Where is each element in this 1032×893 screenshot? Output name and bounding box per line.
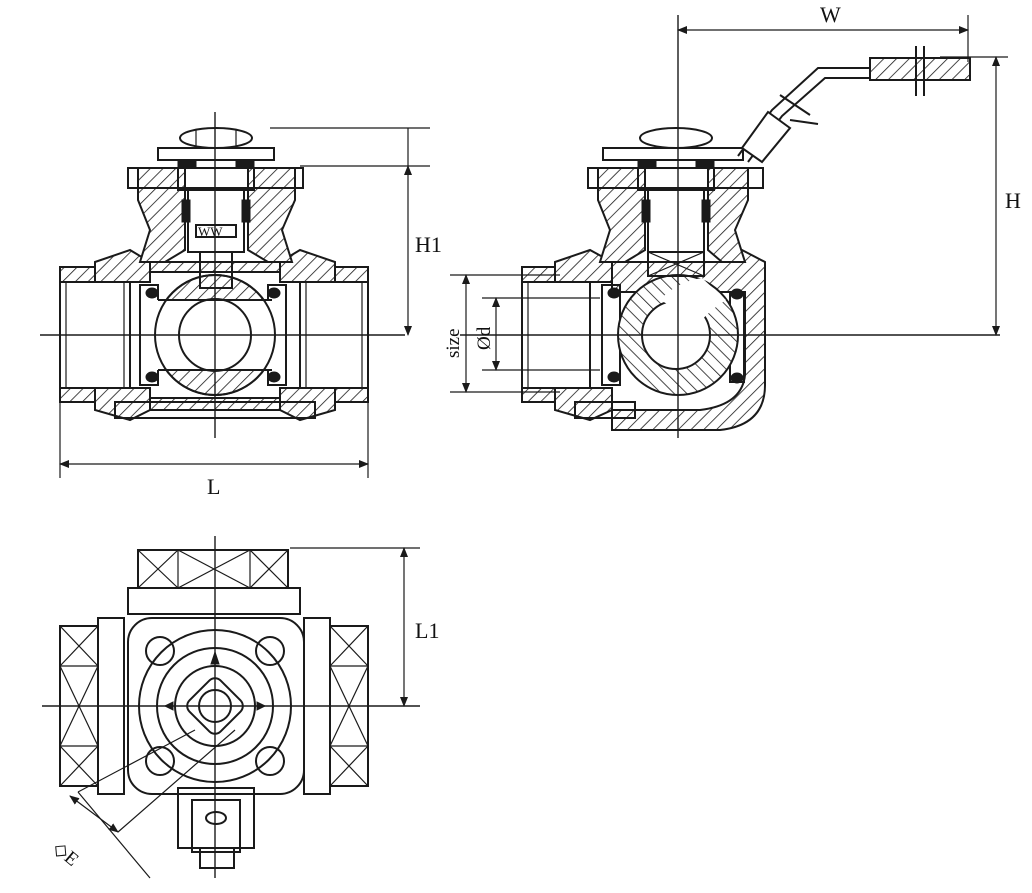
front-section-view: WW L H1 — [40, 112, 442, 499]
dim-W-label: W — [820, 2, 841, 27]
dim-L-label: L — [207, 474, 220, 499]
dim-L1-label: L1 — [415, 618, 439, 643]
dim-H-label: H — [1005, 188, 1021, 213]
side-section-view: W H size Ød — [443, 2, 1021, 438]
dim-size-label: size — [443, 328, 464, 358]
dim-H1-label: H1 — [415, 232, 442, 257]
dim-od-label: Ød — [474, 326, 495, 350]
spring-mark: WW — [198, 224, 223, 239]
dim-E-label: ◇E — [49, 838, 83, 871]
top-view: L1 ◇E — [42, 536, 439, 879]
